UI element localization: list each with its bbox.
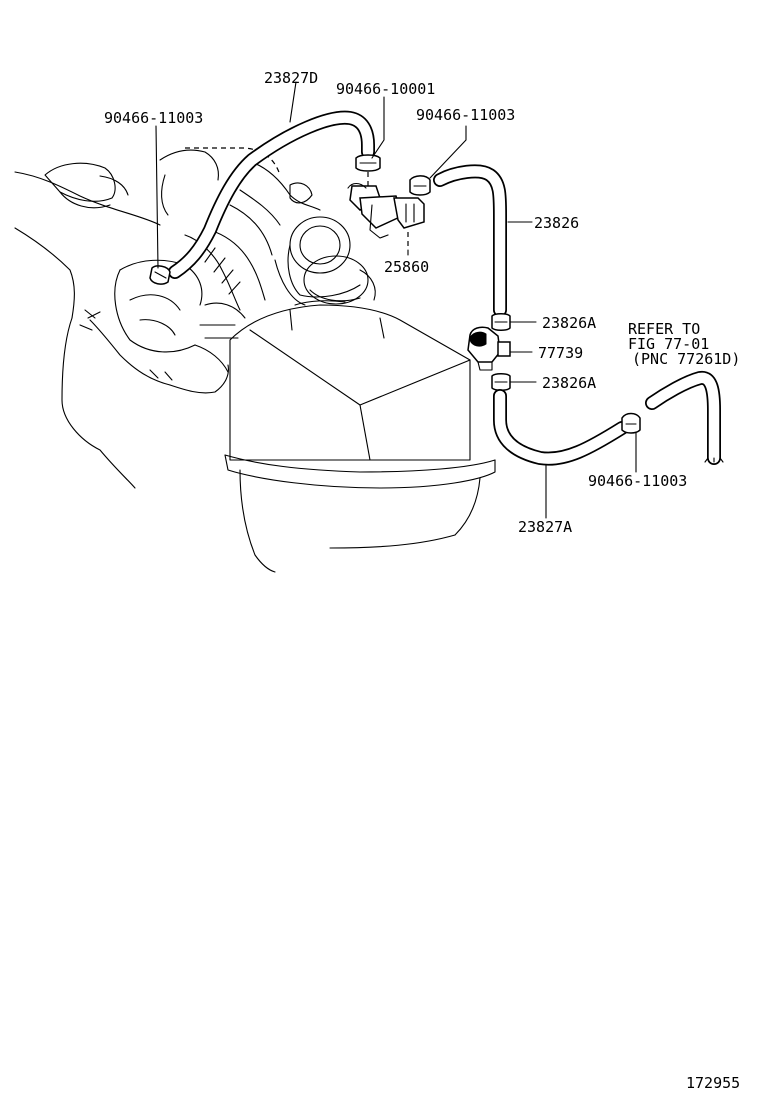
clamp-23826A-upper — [491, 313, 511, 331]
label-refer-line3: (PNC 77261D) — [632, 350, 740, 368]
label-90466-11003-lower: 90466-11003 — [588, 472, 687, 490]
hose-to-fig-77-01 — [645, 370, 724, 465]
valve-77739 — [467, 326, 511, 371]
label-90466-10001: 90466-10001 — [336, 80, 435, 98]
hose-23826 — [433, 164, 507, 317]
label-77739: 77739 — [538, 344, 583, 362]
label-23826: 23826 — [534, 214, 579, 232]
label-23827A: 23827A — [518, 518, 572, 536]
clamp-90466-11003-lower — [621, 412, 641, 434]
hose-23827D — [168, 110, 375, 279]
label-90466-11003-top-right: 90466-11003 — [416, 106, 515, 124]
vsv-25860 — [347, 172, 425, 250]
label-23826A-upper: 23826A — [542, 314, 596, 332]
part-labels: 23827D 90466-10001 90466-11003 90466-110… — [104, 69, 740, 1092]
label-refer-line2: FIG 77-01 — [628, 335, 709, 353]
clamp-90466-11003-left — [149, 265, 171, 285]
label-23827D: 23827D — [264, 69, 318, 87]
clamp-90466-11003-top-right — [409, 175, 431, 196]
figure-number: 172955 — [686, 1074, 740, 1092]
clamp-90466-10001 — [355, 154, 381, 172]
label-90466-11003-left: 90466-11003 — [104, 109, 203, 127]
label-25860: 25860 — [384, 258, 429, 276]
label-refer-line1: REFER TO — [628, 320, 700, 338]
leader-lines — [155, 81, 637, 519]
clamp-23826A-lower — [491, 373, 511, 391]
label-23826A-lower: 23826A — [542, 374, 596, 392]
hose-23827A — [493, 389, 629, 466]
